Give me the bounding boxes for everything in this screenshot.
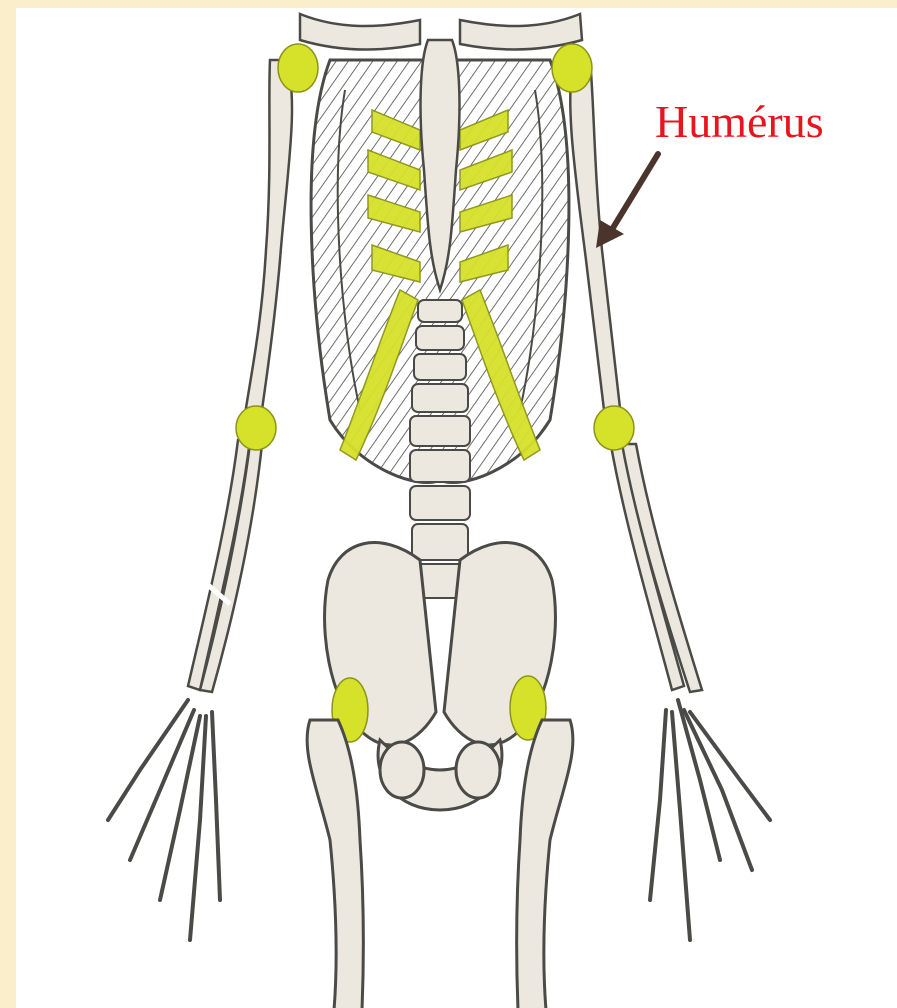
humerus-pointer-arrow (590, 150, 670, 250)
left-hand (108, 700, 220, 940)
femurs (307, 720, 573, 1008)
skeleton-illustration (16, 8, 897, 1008)
humerus-label: Humérus (655, 99, 824, 145)
vertebral-column (410, 300, 470, 598)
right-hand (650, 700, 770, 940)
left-arm-bones (188, 60, 292, 692)
skeleton-panel (16, 8, 897, 1008)
